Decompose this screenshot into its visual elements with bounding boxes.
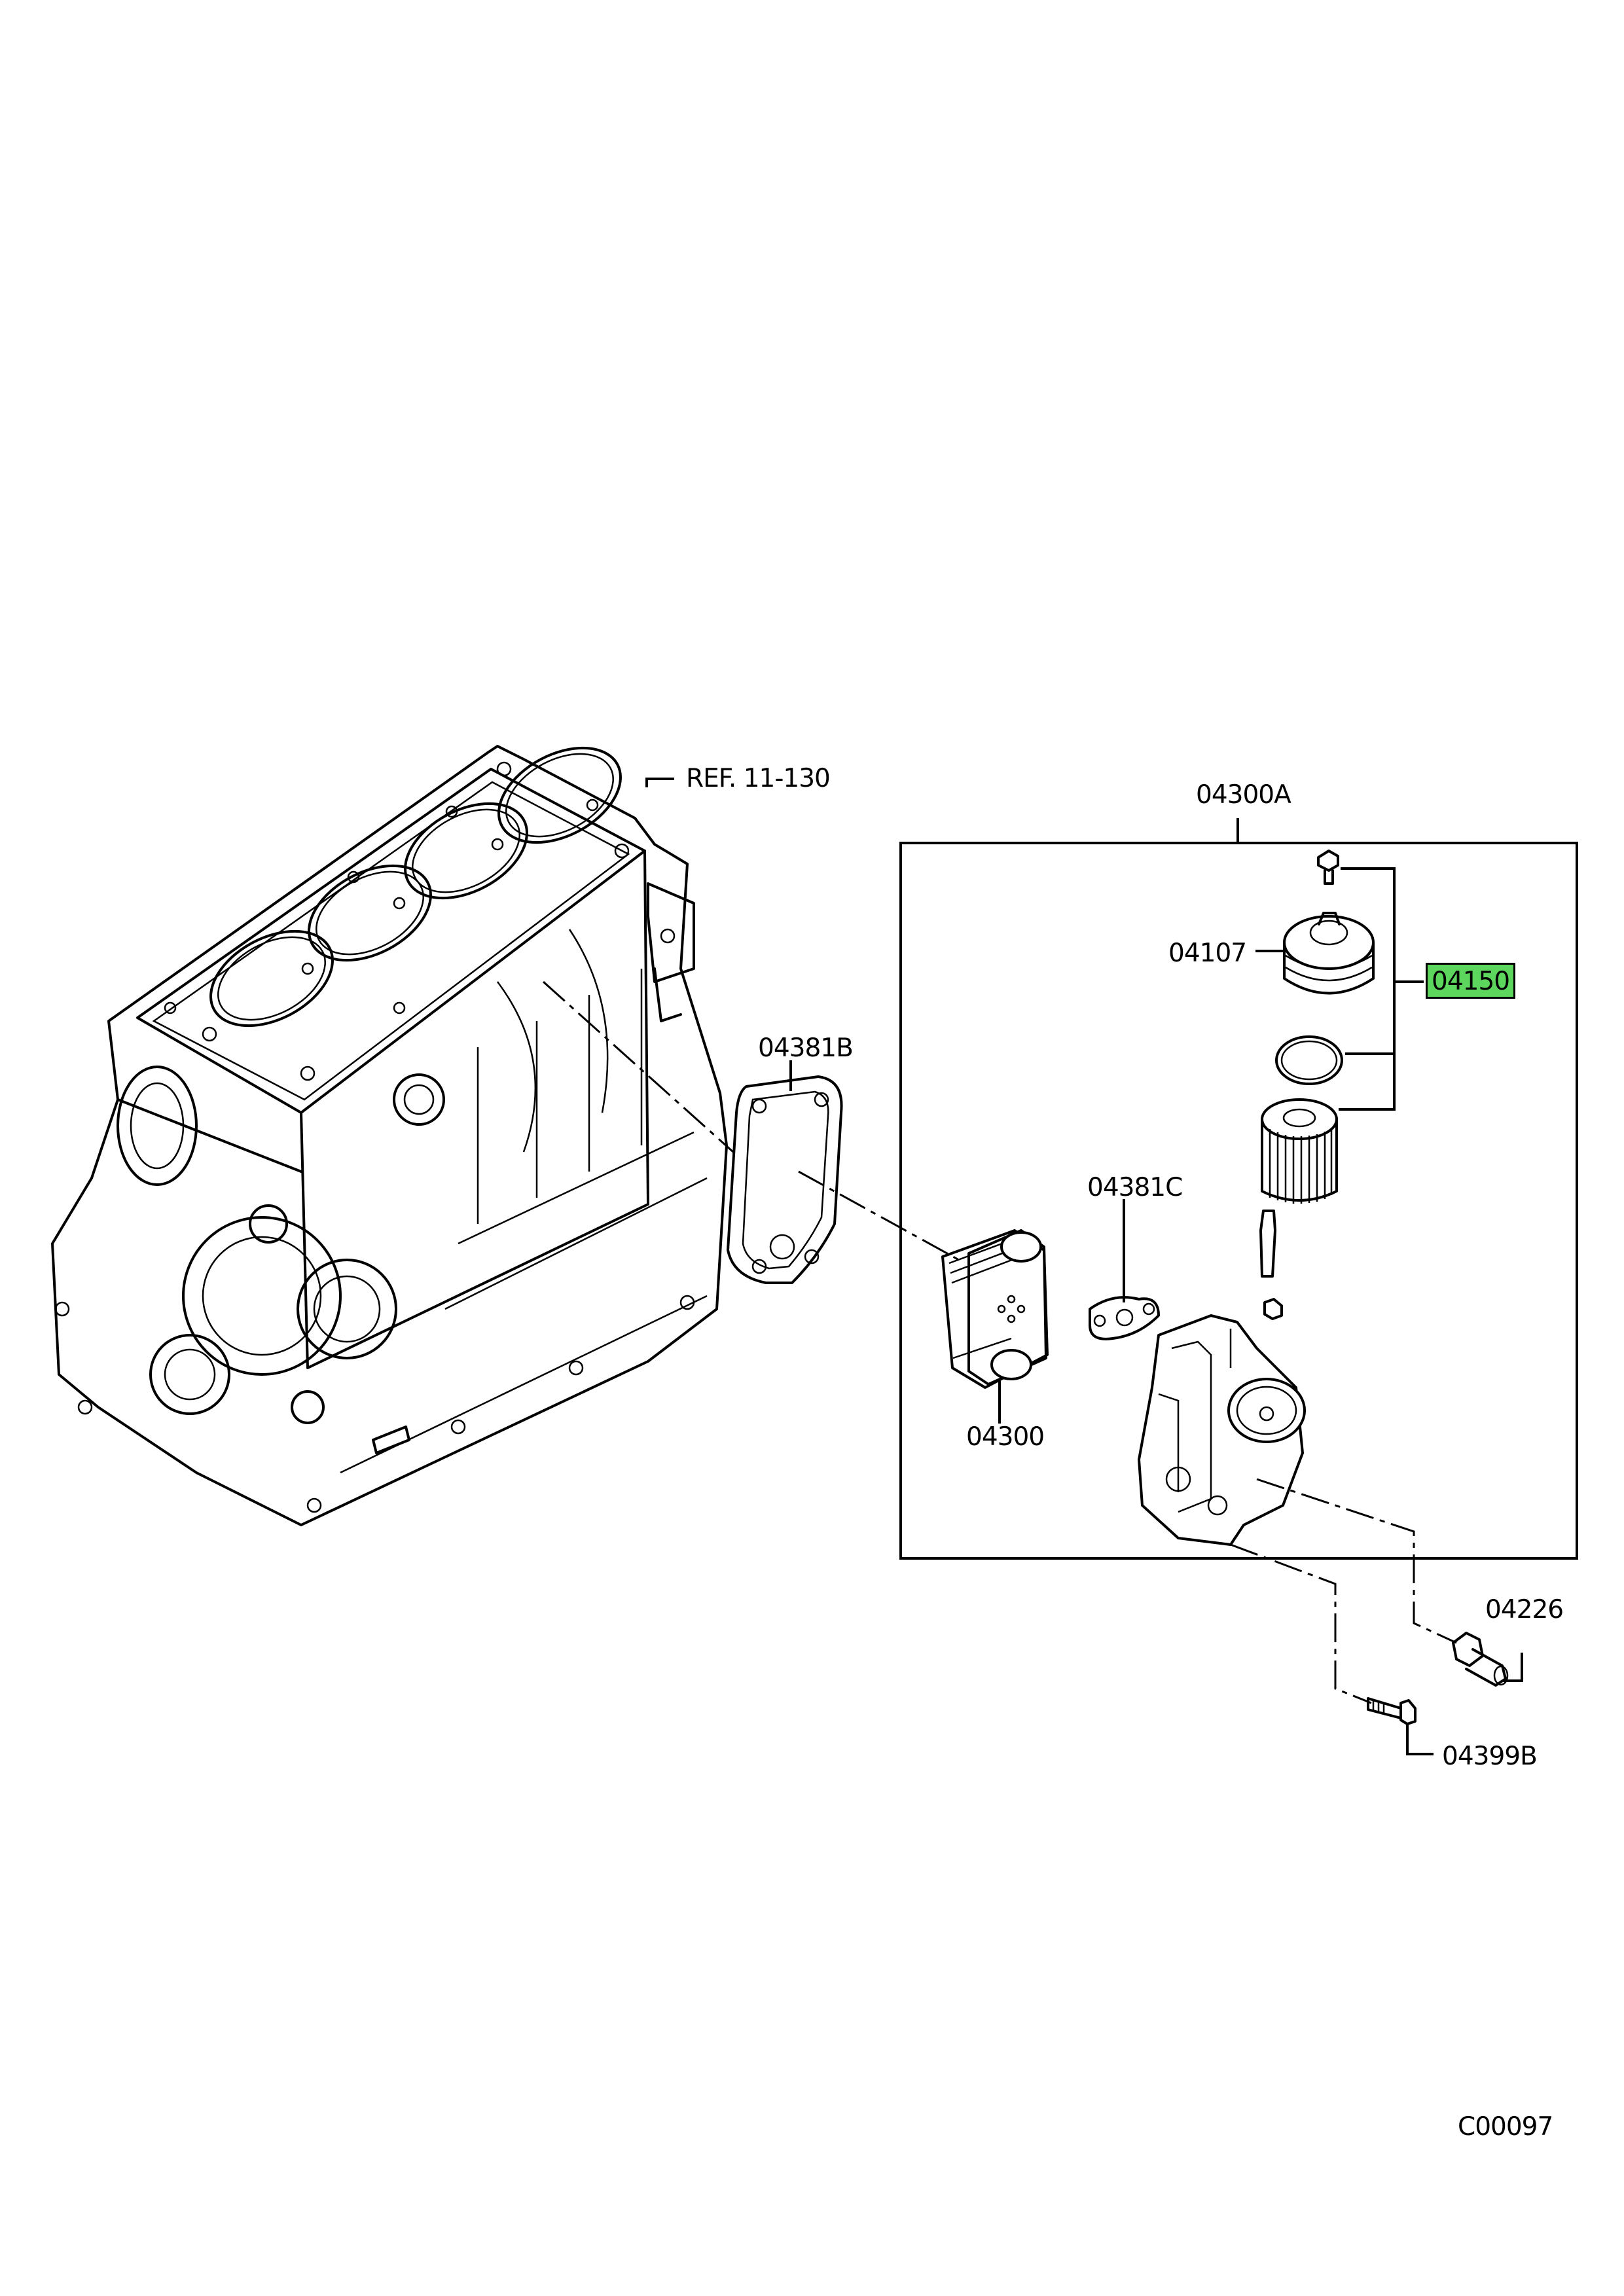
leader-lines (645, 778, 1523, 1755)
gasket-b-label: 04381B (758, 1033, 854, 1063)
oil-cooler-04300 (941, 1229, 1049, 1389)
cooler-label: 04300 (966, 1422, 1045, 1452)
cap-label: 04107 (1168, 939, 1247, 968)
gasket-c-label: 04381C (1087, 1173, 1183, 1202)
o-ring (1275, 1035, 1343, 1085)
center-tube (1259, 1210, 1276, 1278)
kit-label-highlighted[interactable]: 04150 (1426, 963, 1516, 999)
cap-bolt (1317, 850, 1339, 885)
gasket-04381b (727, 1075, 843, 1284)
page-code: C00097 (1458, 2112, 1553, 2142)
gasket-04381c (1089, 1296, 1160, 1340)
oil-filter-housing (1138, 1314, 1306, 1546)
filter-cap-04107 (1283, 912, 1375, 995)
bolt-04399b (1367, 1697, 1416, 1725)
ref-label: REF. 11-130 (686, 764, 831, 793)
filter-element (1261, 1098, 1338, 1204)
plug-04226 (1452, 1632, 1509, 1687)
bolt-label: 04399B (1442, 1742, 1538, 1771)
small-plug (1263, 1298, 1283, 1320)
engine-block (51, 745, 728, 1526)
plug-label: 04226 (1485, 1595, 1564, 1624)
alignment-lines (542, 980, 1457, 1704)
assembly-label: 04300A (1196, 780, 1291, 810)
o-ring-inner (1280, 1040, 1338, 1081)
